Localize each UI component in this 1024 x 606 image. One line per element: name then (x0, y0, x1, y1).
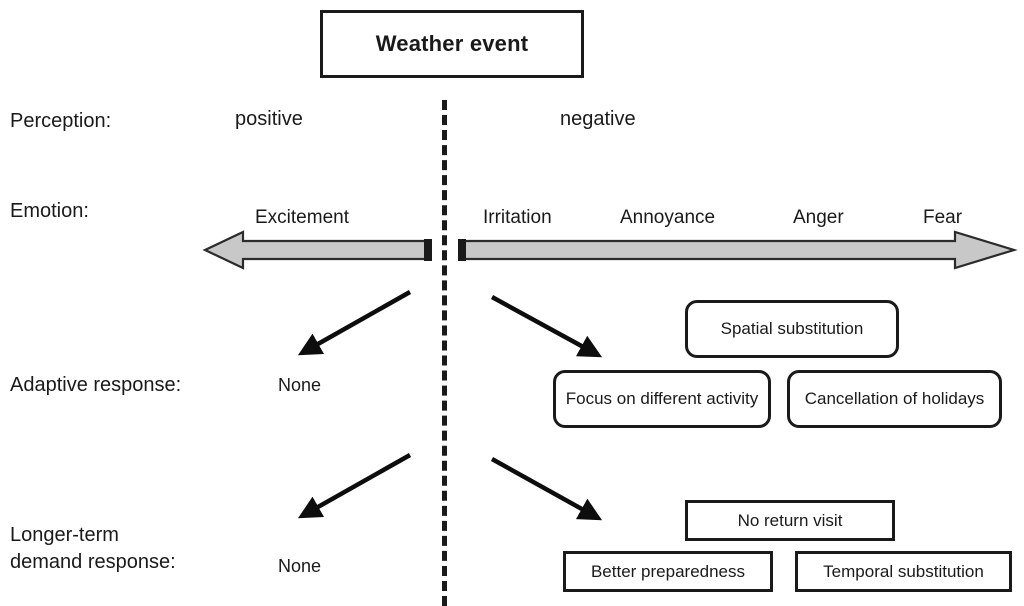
emotion-label-fear: Fear (923, 207, 963, 228)
weather-event-box: Weather event (320, 10, 584, 78)
adaptive-positive-none: None (278, 375, 322, 395)
arrow-negative-to-adaptive (490, 295, 603, 358)
row-label-perception: Perception: (10, 110, 112, 132)
box-temporal-substitution: Temporal substitution (795, 551, 1012, 592)
excitement-arrow-left (202, 230, 432, 270)
excitement-arrow-endcap (424, 239, 432, 261)
negative-emotion-arrow-right (458, 230, 1018, 270)
arrow-negative-to-longterm (490, 457, 603, 521)
arrow-positive-to-longterm (297, 453, 412, 519)
box-better-preparedness-label: Better preparedness (590, 561, 746, 581)
emotion-label-excitement: Excitement (255, 207, 349, 228)
box-no-return-visit-label: No return visit (737, 510, 843, 530)
box-temporal-substitution-label: Temporal substitution (823, 561, 984, 581)
box-focus-on-different-activity-label: Focus on different activity (565, 389, 759, 409)
emotion-intensity-arrows (202, 230, 1018, 270)
positive-negative-divider (442, 100, 447, 606)
box-spatial-substitution: Spatial substitution (685, 300, 899, 358)
weather-event-title: Weather event (375, 31, 529, 56)
row-label-longer-term-demand-response: Longer-term demand response: (10, 524, 176, 573)
longterm-positive-none: None (278, 556, 322, 576)
box-cancellation-of-holidays-label: Cancellation of holidays (804, 389, 985, 409)
emotion-label-irritation: Irritation (483, 207, 552, 228)
perception-negative-value: negative (560, 108, 636, 130)
emotion-label-annoyance: Annoyance (620, 207, 716, 228)
negative-emotion-arrow-endcap (458, 239, 466, 261)
row-label-emotion: Emotion: (10, 200, 89, 222)
box-cancellation-of-holidays: Cancellation of holidays (787, 370, 1002, 428)
connector-arrows (297, 290, 603, 521)
row-label-adaptive-response: Adaptive response: (10, 374, 182, 396)
emotion-label-anger: Anger (793, 207, 844, 228)
arrow-positive-to-adaptive (297, 290, 412, 356)
box-spatial-substitution-label: Spatial substitution (720, 319, 864, 339)
perception-positive-value: positive (235, 108, 303, 130)
box-focus-on-different-activity: Focus on different activity (553, 370, 771, 428)
box-better-preparedness: Better preparedness (563, 551, 773, 592)
box-no-return-visit: No return visit (685, 500, 895, 541)
